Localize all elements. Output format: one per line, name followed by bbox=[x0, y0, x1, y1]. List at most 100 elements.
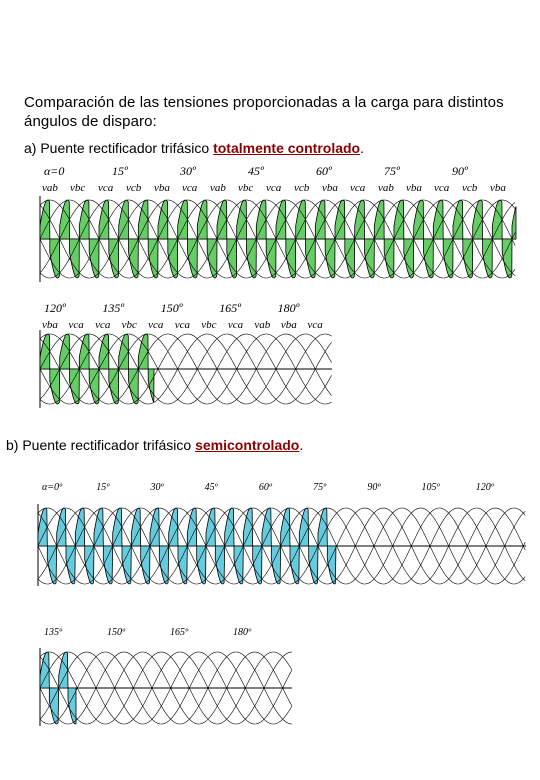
phase-curve bbox=[39, 199, 516, 279]
phase-curve bbox=[39, 333, 332, 405]
angle-label: 75º bbox=[384, 164, 400, 178]
rectified-segment bbox=[39, 651, 50, 689]
section-a-highlight: totalmente controlado bbox=[213, 140, 361, 156]
voltage-label: vab bbox=[42, 182, 58, 194]
voltage-label: vba bbox=[322, 182, 338, 194]
angle-label: 60º bbox=[316, 164, 332, 178]
phase-curve bbox=[39, 199, 516, 279]
rectified-segment bbox=[48, 687, 60, 725]
rectified-segment bbox=[252, 545, 263, 585]
rectified-segment bbox=[88, 368, 100, 405]
rectified-segment bbox=[482, 238, 493, 279]
rectified-segment bbox=[49, 368, 61, 405]
rectified-segment bbox=[157, 199, 169, 240]
rectified-segment bbox=[511, 206, 517, 240]
voltage-label: vca bbox=[228, 319, 244, 331]
rectified-segment bbox=[49, 238, 61, 279]
voltage-label: vca bbox=[434, 182, 450, 194]
voltage-label: vba bbox=[154, 182, 170, 194]
rectified-segment bbox=[373, 199, 385, 240]
rectified-segment bbox=[214, 545, 226, 585]
rectified-segment bbox=[84, 545, 95, 585]
rectified-segment bbox=[314, 199, 326, 240]
rectified-segment bbox=[242, 507, 254, 547]
angle-label: 165º bbox=[219, 301, 241, 315]
rectified-segment bbox=[74, 507, 86, 547]
voltage-label: vca bbox=[307, 319, 323, 331]
rectified-segment bbox=[472, 199, 483, 240]
voltage-label: vbc bbox=[238, 182, 253, 194]
rectified-segment bbox=[121, 545, 132, 585]
rectified-segment bbox=[167, 238, 179, 279]
angle-label: 75º bbox=[313, 482, 327, 493]
rectified-segment bbox=[364, 238, 375, 279]
rectified-segment bbox=[147, 368, 155, 403]
voltage-label: vca bbox=[350, 182, 366, 194]
voltage-label: vba bbox=[490, 182, 506, 194]
angle-label: 180º bbox=[278, 301, 300, 315]
rectified-segment bbox=[58, 651, 69, 689]
voltage-label: vab bbox=[378, 182, 394, 194]
rectified-segment bbox=[226, 238, 238, 279]
rectified-segment bbox=[393, 199, 405, 240]
rectified-segment bbox=[186, 507, 198, 547]
rectified-segment bbox=[158, 545, 170, 585]
angle-label: 30º bbox=[179, 164, 196, 178]
voltage-label: vab bbox=[254, 319, 270, 331]
voltage-label: vca bbox=[95, 319, 111, 331]
angle-label: 135º bbox=[44, 627, 63, 638]
rectified-segment bbox=[270, 545, 282, 585]
rectified-segment bbox=[462, 238, 474, 279]
rectified-segment bbox=[289, 545, 300, 585]
phase-curve bbox=[39, 333, 332, 405]
rectified-segment bbox=[205, 507, 216, 547]
rectified-segment bbox=[147, 238, 159, 279]
rectified-segment bbox=[224, 507, 235, 547]
phase-curve bbox=[39, 199, 516, 279]
section-a-suffix: . bbox=[360, 140, 364, 156]
angle-label: 90º bbox=[367, 482, 381, 493]
rectified-segment bbox=[413, 199, 424, 240]
rectified-segment bbox=[334, 199, 346, 240]
angle-label: 45º bbox=[248, 164, 264, 178]
voltage-label: vcb bbox=[126, 182, 142, 194]
phase-curve bbox=[39, 199, 516, 279]
angle-label: 60º bbox=[259, 482, 273, 493]
rectified-segment bbox=[295, 199, 306, 240]
rectified-segment bbox=[39, 199, 51, 240]
rectified-segment bbox=[137, 333, 149, 370]
angle-label: 150º bbox=[161, 301, 183, 315]
phase-curve bbox=[39, 333, 332, 405]
rectified-segment bbox=[255, 199, 267, 240]
rectified-segment bbox=[59, 333, 70, 370]
phase-curve bbox=[39, 651, 293, 725]
angle-label: 15º bbox=[96, 482, 110, 493]
rectified-segment bbox=[149, 507, 160, 547]
phase-curve bbox=[39, 651, 293, 725]
rectified-segment bbox=[78, 333, 90, 370]
section-a-title: a) Puente rectificador trifásico totalme… bbox=[24, 139, 364, 157]
voltage-label: vba bbox=[281, 319, 297, 331]
rectified-segment bbox=[305, 238, 316, 279]
rectified-segment bbox=[298, 507, 310, 547]
phase-curve bbox=[39, 651, 293, 725]
rectified-segment bbox=[46, 545, 58, 585]
angle-label: 45º bbox=[205, 482, 219, 493]
phase-curve bbox=[37, 507, 526, 585]
section-a-prefix: a) Puente rectificador trifásico bbox=[24, 140, 214, 156]
rectified-segment bbox=[206, 238, 218, 279]
rectified-segment bbox=[112, 507, 123, 547]
rectified-segment bbox=[69, 238, 80, 279]
rectified-segment bbox=[317, 507, 328, 547]
rectified-segment bbox=[65, 545, 76, 585]
rectified-segment bbox=[102, 545, 114, 585]
rectified-segment bbox=[177, 199, 188, 240]
voltage-label: vca bbox=[148, 319, 164, 331]
rectified-segment bbox=[37, 507, 48, 547]
angle-label: 105º bbox=[422, 482, 441, 493]
phase-curve bbox=[37, 507, 526, 585]
phase-curve bbox=[39, 333, 332, 405]
rectified-segment bbox=[187, 238, 198, 279]
